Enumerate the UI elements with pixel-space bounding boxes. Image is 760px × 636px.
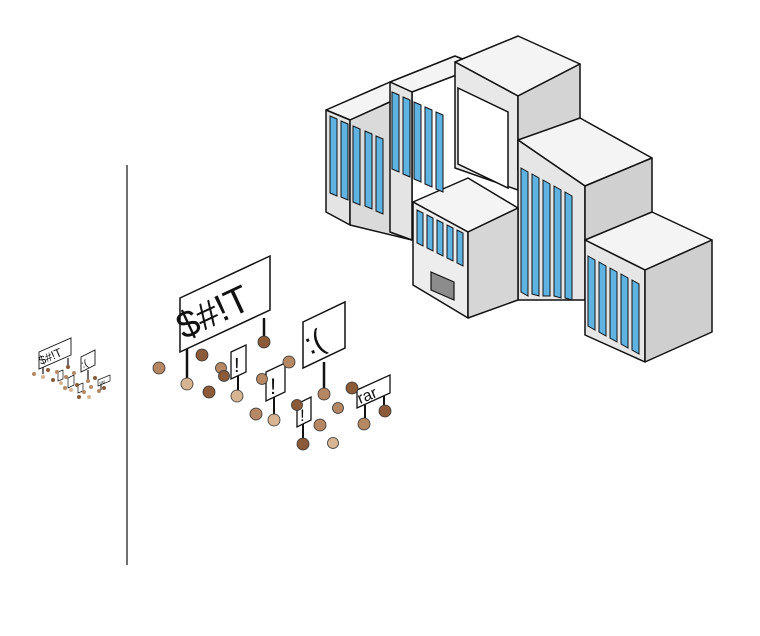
building-windows	[329, 91, 640, 355]
protest-crowd: $#!T :( ! ! ! rar	[152, 254, 392, 451]
sign-bang-2-text: !	[270, 374, 276, 399]
sign-bang-1: !	[230, 343, 247, 396]
protest-crowd-thumbnail: $#!T :( rar	[32, 337, 111, 399]
entrance-door	[430, 271, 455, 301]
thumb-protester-heads	[32, 365, 106, 399]
thumb-sign-frown-text: :(	[80, 358, 91, 371]
sign-rar: rar	[355, 373, 391, 422]
thumb-sign-rar-text: rar	[99, 379, 107, 387]
office-building	[325, 35, 713, 363]
sign-bang-1-text: !	[234, 355, 240, 377]
sign-rar-text: rar	[355, 384, 380, 407]
sign-bang-2: !	[265, 361, 286, 418]
tower-screen	[457, 86, 509, 190]
protester-heads	[152, 335, 392, 451]
sign-bang-3-text: !	[300, 406, 305, 425]
sign-bang-3: !	[296, 395, 312, 440]
sign-frown: :(	[299, 300, 346, 392]
